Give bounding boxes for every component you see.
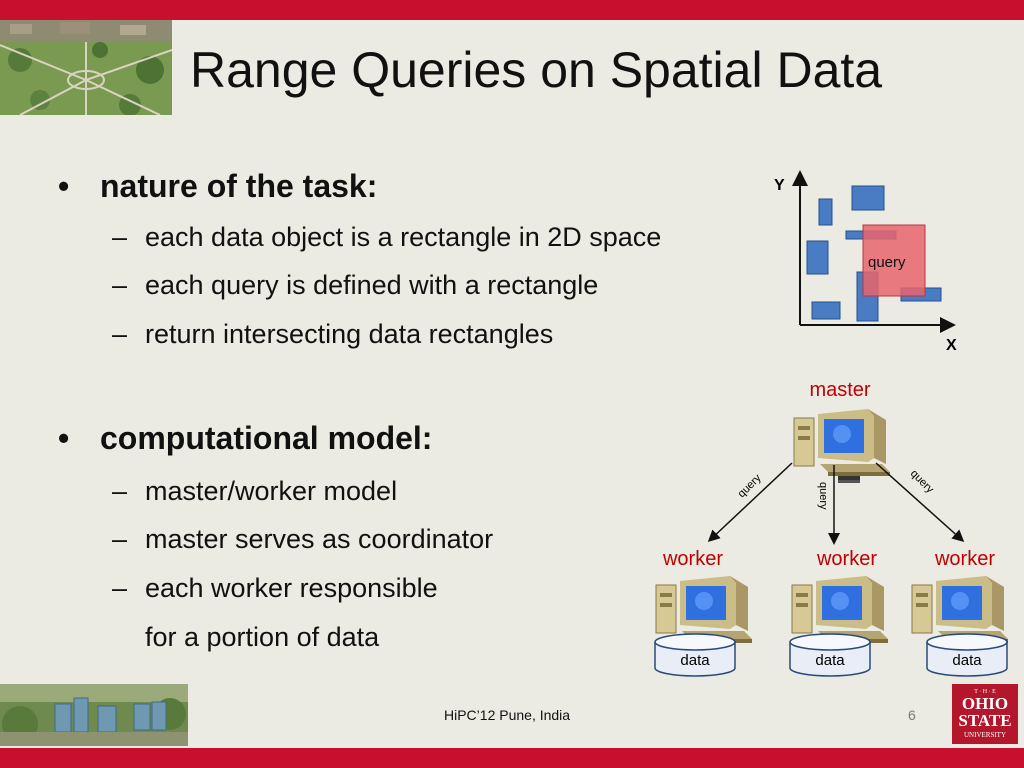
slide-title: Range Queries on Spatial Data [190,42,883,98]
dash-symbol: – [112,222,128,252]
data-storage-icon: data [926,633,1008,677]
sub-item-text: each query is defined with a rectangle [145,270,599,300]
worker-label: worker [816,548,877,570]
footer-conference: HiPC’12 Pune, India [444,707,571,723]
data-storage-icon: data [789,633,871,677]
svg-text:UNIVERSITY: UNIVERSITY [964,731,1006,739]
sub-item-text: each worker responsible [145,573,438,603]
dash-symbol: – [112,524,128,554]
sub-item-text: return intersecting data rectangles [145,319,554,349]
svg-text:STATE: STATE [958,711,1011,730]
query-arrow [875,462,965,543]
ohio-state-logo: T · H · E OHIO STATE UNIVERSITY [952,684,1018,744]
sub-item-continuation: for a portion of data [145,622,380,652]
svg-text:T · H · E: T · H · E [974,689,996,695]
y-axis-label: Y [774,177,785,194]
query-rectangle [862,224,926,297]
sub-item-text: each data object is a rectangle in 2D sp… [145,222,662,252]
query-arrow [707,462,793,543]
worker-label: worker [934,548,995,570]
sub-item-text: master/worker model [145,476,398,506]
data-rectangle [818,198,833,226]
data-rectangle [806,240,829,275]
bullet-symbol: • [58,168,70,204]
data-rectangle [811,301,841,320]
data-storage-icon: data [654,633,736,677]
page-number: 6 [908,707,916,723]
query-rectangle-label: query [868,254,906,271]
sub-item-text: master serves as coordinator [145,524,494,554]
bullet-heading: computational model: [100,420,433,456]
master-computer-icon [793,408,891,484]
dash-symbol: – [112,476,128,506]
master-label: master [809,379,870,401]
x-axis-label: X [946,337,957,354]
data-label: data [815,652,845,669]
numbers-sculpture-image [0,684,188,746]
bullet-symbol: • [58,420,70,456]
bottom-accent-bar [0,748,1024,768]
spatial-rectangles-plot: Y X query [774,170,957,354]
dash-symbol: – [112,270,128,300]
campus-aerial-image [0,20,172,115]
dash-symbol: – [112,319,128,349]
query-arrow-label: query [736,472,764,500]
data-label: data [680,652,710,669]
master-worker-diagram: master query query query worker worker w… [654,379,1009,677]
top-accent-bar [0,0,1024,20]
query-arrow-label: query [817,482,829,510]
bullet-heading: nature of the task: [100,168,378,204]
query-arrow-label: query [908,468,936,496]
svg-text:OHIO: OHIO [962,694,1008,713]
data-label: data [952,652,982,669]
data-rectangle [851,185,885,211]
dash-symbol: – [112,573,128,603]
worker-label: worker [662,548,723,570]
